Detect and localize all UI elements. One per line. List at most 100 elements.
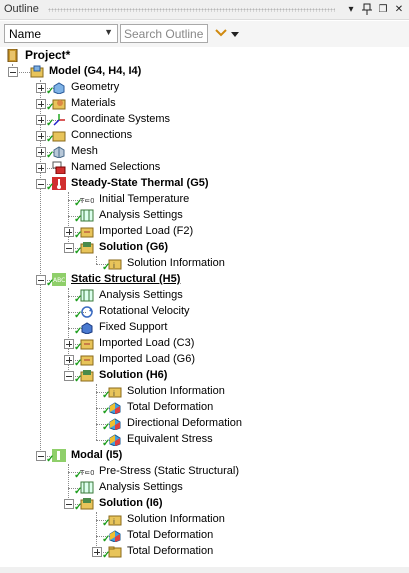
tree-guide-line xyxy=(68,464,69,504)
tree-guide-line xyxy=(96,256,97,264)
tree-node-label: Analysis Settings xyxy=(99,209,183,221)
expand-toggle[interactable] xyxy=(64,227,74,237)
project-icon xyxy=(6,48,20,63)
tree-node[interactable]: ✓Imported Load (C3) xyxy=(0,336,400,353)
tree-connector xyxy=(68,232,86,233)
caret-down-icon xyxy=(231,32,239,37)
tree-node[interactable]: ✓Equivalent Stress xyxy=(0,432,400,449)
collapse-toggle[interactable] xyxy=(64,371,74,381)
tree-node[interactable]: ✓Geometry xyxy=(0,80,400,97)
tree-node-label: Imported Load (C3) xyxy=(99,337,195,349)
restore-button[interactable]: ❐ xyxy=(378,4,388,15)
tree-node[interactable]: ✓Steady-State Thermal (G5) xyxy=(0,176,400,193)
tree-node[interactable]: ✓Analysis Settings xyxy=(0,208,400,225)
expand-toggle[interactable] xyxy=(36,99,46,109)
tree-guide-line xyxy=(96,384,97,440)
tree-node[interactable]: i✓Solution Information xyxy=(0,512,400,529)
collapse-toggle[interactable] xyxy=(36,451,46,461)
name-dropdown[interactable]: Name ▼ xyxy=(4,24,118,43)
tree-node[interactable]: ✓Total Deformation xyxy=(0,528,400,545)
tree-node-label: Analysis Settings xyxy=(99,481,183,493)
tree-node[interactable]: ✓Fixed Support xyxy=(0,320,400,337)
tree-connector xyxy=(68,504,86,505)
svg-text:ABC: ABC xyxy=(53,277,65,284)
tree-node[interactable]: T=0✓Initial Temperature xyxy=(0,192,400,209)
tree-node[interactable]: ✓Total Deformation xyxy=(0,544,400,561)
tree-node[interactable]: ✓Rotational Velocity xyxy=(0,304,400,321)
tree-node[interactable]: ✓Mesh xyxy=(0,144,400,161)
expand-toggle[interactable] xyxy=(64,355,74,365)
pin-button[interactable] xyxy=(360,3,374,17)
tree-node[interactable]: ✓Modal (I5) xyxy=(0,448,400,465)
tree-node-label: Solution (H6) xyxy=(99,369,168,381)
result-icon xyxy=(108,529,122,543)
collapse-toggle[interactable] xyxy=(64,243,74,253)
tree-node[interactable]: T=0✓Pre-Stress (Static Structural) xyxy=(0,464,400,481)
panel-title: Outline xyxy=(4,3,39,15)
expand-toggle[interactable] xyxy=(64,339,74,349)
outline-toolbar: Name ▼ xyxy=(0,21,409,47)
tree-node[interactable]: ✓Analysis Settings xyxy=(0,480,400,497)
expand-toggle[interactable] xyxy=(36,131,46,141)
tree-node[interactable]: ✓Directional Deformation xyxy=(0,416,400,433)
status-check-icon: ✓ xyxy=(74,198,83,209)
search-input[interactable] xyxy=(120,24,208,43)
expand-collapse-button[interactable] xyxy=(212,24,230,43)
tree-node-label: Materials xyxy=(71,97,116,109)
tree-node[interactable]: ✓Materials xyxy=(0,96,400,113)
status-check-icon: ✓ xyxy=(46,134,55,145)
svg-text:T=0: T=0 xyxy=(80,469,94,477)
materials-icon xyxy=(52,97,66,110)
tree-connector xyxy=(68,376,86,377)
panel-menu-button[interactable]: ▾ xyxy=(348,4,354,15)
tree-node[interactable]: ✓ Solution (H6) xyxy=(0,368,400,385)
tree-node[interactable]: i✓Solution Information xyxy=(0,256,400,273)
pin-icon xyxy=(362,3,372,15)
tree-node-label: Static Structural (H5) xyxy=(71,273,181,285)
tree-node[interactable]: Model (G4, H4, I4) xyxy=(0,64,400,80)
tree-node[interactable]: ✓Analysis Settings xyxy=(0,288,400,305)
tree-connector xyxy=(68,296,86,297)
tree-node-label: Solution Information xyxy=(127,385,225,397)
tree-connector xyxy=(68,312,86,313)
toolbar-options-button[interactable] xyxy=(231,27,239,43)
expand-toggle[interactable] xyxy=(92,547,102,557)
tree-node[interactable]: ✓Connections xyxy=(0,128,400,145)
tree-node[interactable]: Named Selections xyxy=(0,160,400,176)
close-button[interactable]: ✕ xyxy=(394,4,404,15)
result-icon xyxy=(108,417,122,431)
mesh-icon xyxy=(52,145,66,159)
status-check-icon: ✓ xyxy=(102,406,111,417)
expand-toggle[interactable] xyxy=(36,163,46,173)
tree-node[interactable]: i✓Solution Information xyxy=(0,384,400,401)
expand-toggle[interactable] xyxy=(36,115,46,125)
tree-connector xyxy=(40,456,58,457)
status-check-icon: ✓ xyxy=(74,374,83,385)
tree-connector xyxy=(96,440,114,441)
tree-node[interactable]: ✓Imported Load (F2) xyxy=(0,224,400,241)
horizontal-scrollbar[interactable] xyxy=(0,567,409,573)
tree-connector xyxy=(12,72,30,73)
collapse-toggle[interactable] xyxy=(36,275,46,285)
tree-node[interactable]: ✓Total Deformation xyxy=(0,400,400,417)
tree-node[interactable]: Project* xyxy=(0,48,400,64)
solution-information-icon: i xyxy=(108,513,122,526)
geometry-icon xyxy=(52,81,66,95)
tree-node[interactable]: ✓Solution (I6) xyxy=(0,496,400,513)
status-check-icon: ✓ xyxy=(74,326,83,337)
collapse-toggle[interactable] xyxy=(8,67,18,77)
tree-node[interactable]: ✓Imported Load (G6) xyxy=(0,352,400,369)
model-icon xyxy=(30,65,44,78)
tree-connector xyxy=(40,280,58,281)
drag-grip[interactable] xyxy=(48,8,335,12)
tree-node-label: Pre-Stress (Static Structural) xyxy=(99,465,239,477)
status-check-icon: ✓ xyxy=(102,262,111,273)
tree-node[interactable]: ✓Coordinate Systems xyxy=(0,112,400,129)
expand-toggle[interactable] xyxy=(36,147,46,157)
tree-connector xyxy=(96,536,114,537)
tree-node[interactable]: ABC✓Static Structural (H5) xyxy=(0,272,400,289)
collapse-toggle[interactable] xyxy=(36,179,46,189)
expand-toggle[interactable] xyxy=(36,83,46,93)
collapse-toggle[interactable] xyxy=(64,499,74,509)
tree-node[interactable]: ✓Solution (G6) xyxy=(0,240,400,257)
